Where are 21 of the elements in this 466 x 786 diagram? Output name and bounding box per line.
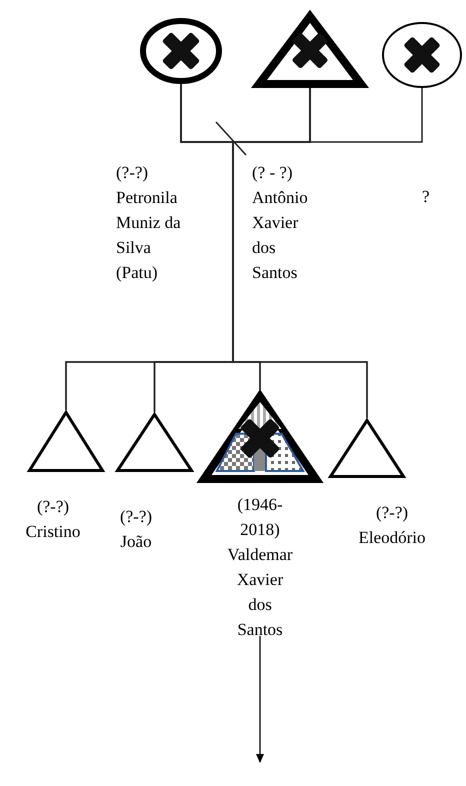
- life-dates: (?-?): [120, 506, 152, 528]
- life-dates: (?-?): [36, 496, 70, 518]
- person-name: Petronila Muniz da Silva (Patu): [116, 187, 182, 284]
- person-name: Antônio Xavier dos Santos: [252, 187, 309, 284]
- male-symbol: [28, 410, 104, 472]
- life-dates: (?-?): [376, 502, 408, 524]
- male-symbol: [116, 412, 193, 472]
- person-name: Valdemar Xavier dos Santos: [226, 544, 294, 641]
- person-name: João: [120, 531, 152, 553]
- life-dates: (?-?): [116, 162, 148, 184]
- connector-line: [309, 88, 423, 143]
- person-name: Eleodório: [358, 527, 426, 549]
- female-symbol: [140, 18, 222, 84]
- female-symbol: [382, 22, 462, 88]
- life-dates: (1946-2018): [236, 494, 284, 541]
- arrow: [256, 636, 264, 763]
- person-name: Cristino: [26, 521, 80, 543]
- life-dates: (? - ?): [252, 162, 293, 184]
- connector-line: [232, 88, 368, 418]
- male-symbol: [329, 418, 405, 478]
- unknown-mark: ?: [422, 186, 430, 208]
